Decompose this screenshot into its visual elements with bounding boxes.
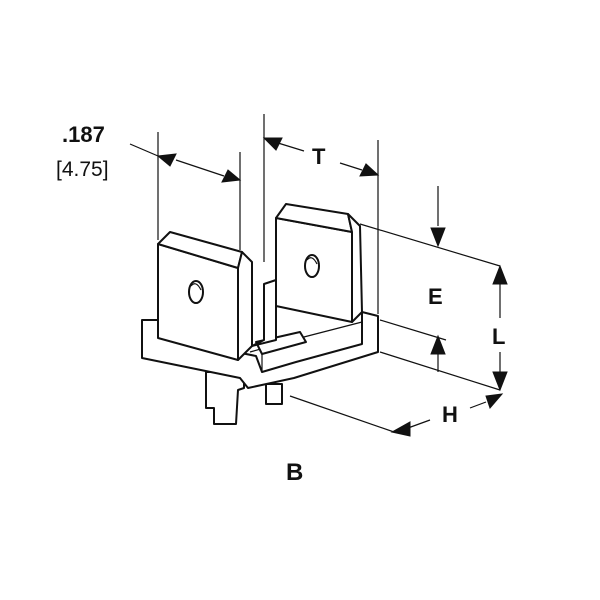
h-dimension bbox=[390, 393, 504, 437]
t-dimension bbox=[262, 137, 380, 177]
e-label: E bbox=[428, 284, 443, 309]
tab-width-dimension bbox=[129, 143, 242, 183]
tab-width-in-label: .187 bbox=[62, 122, 105, 147]
left-pin bbox=[205, 371, 245, 425]
l-dimension bbox=[492, 264, 508, 392]
inner-wall bbox=[251, 262, 277, 347]
e-dimension bbox=[430, 186, 446, 372]
t-label: T bbox=[312, 144, 326, 169]
left-tab-side bbox=[237, 251, 253, 361]
right-pin bbox=[265, 383, 283, 405]
terminal-part bbox=[141, 203, 379, 425]
h-label: H bbox=[442, 402, 458, 427]
channel-notch bbox=[255, 331, 307, 355]
l-label: L bbox=[492, 324, 505, 349]
tab-width-mm-label: [4.75] bbox=[56, 158, 109, 181]
right-tab-side bbox=[347, 213, 363, 323]
figure-caption: B bbox=[286, 459, 303, 486]
